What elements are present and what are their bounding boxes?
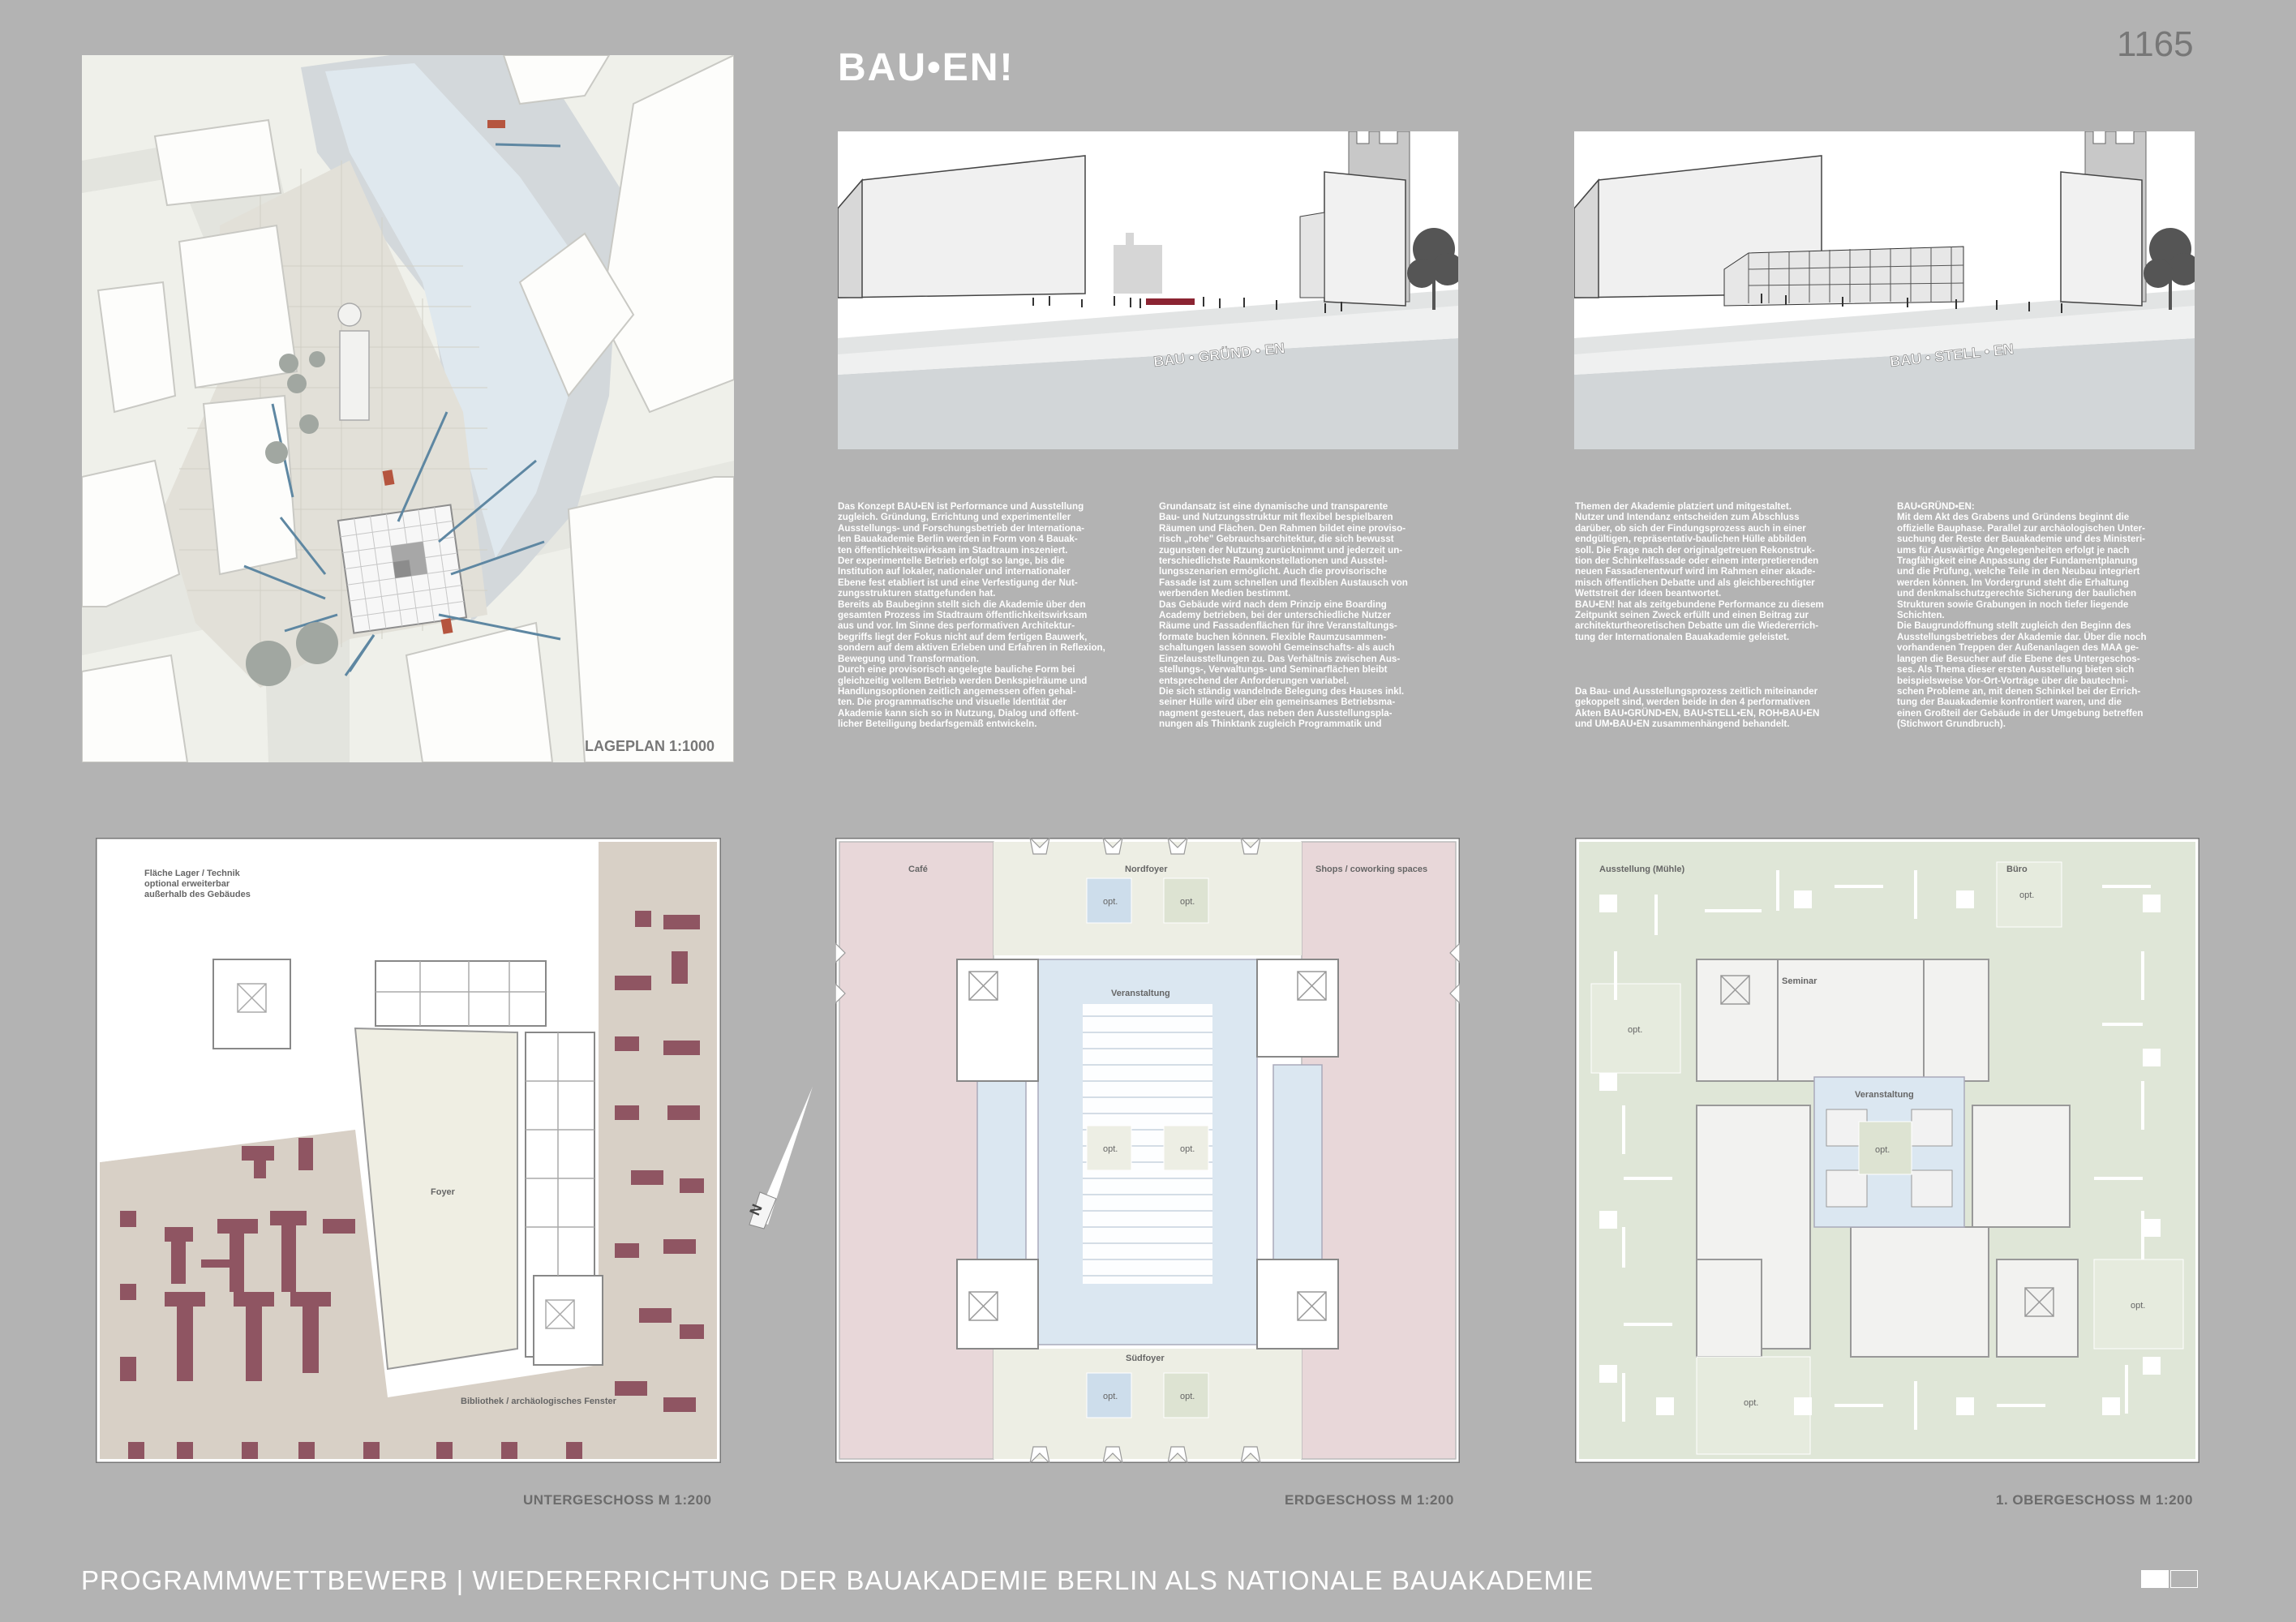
eg-opt-3: opt. — [1103, 1144, 1118, 1154]
text-column-3: Themen der Akademie platziert und mitges… — [1575, 501, 1824, 730]
eg-label-cafe: Café — [908, 865, 928, 874]
plan-untergeschoss: Fläche Lager / Technik optional erweiter… — [94, 836, 723, 1465]
og-label-ausstellung: Ausstellung (Mühle) — [1599, 865, 1684, 874]
page-indicator-inactive — [2170, 1570, 2198, 1588]
eg-opt-4: opt. — [1180, 1144, 1195, 1154]
ug-label-foyer: Foyer — [431, 1187, 456, 1197]
plan-erdgeschoss: opt. opt. opt. opt. opt. opt. Café Nordf… — [834, 836, 1461, 1465]
og-opt-3: opt. — [2019, 890, 2034, 900]
rendering-bau-gruend-en: BAU • GRÜND • EN — [837, 131, 1464, 449]
ug-label-lager-2: optional erweiterbar — [144, 879, 230, 889]
rendering-bau-stell-en: BAU • STELL • EN — [1573, 131, 2200, 449]
ug-label-bibliothek: Bibliothek / archäologisches Fenster — [461, 1397, 617, 1406]
eg-opt-2: opt. — [1180, 897, 1195, 907]
plan-obergeschoss: Ausstellung (Mühle) Büro Seminar Veranst… — [1573, 836, 2201, 1465]
site-plan-caption: LAGEPLAN 1:1000 — [585, 738, 715, 754]
north-arrow: N — [740, 1079, 821, 1241]
page-indicator — [2141, 1570, 2199, 1588]
og-opt-4: opt. — [2131, 1301, 2145, 1311]
og-label-buero: Büro — [2006, 865, 2028, 874]
eg-label-veranstaltung: Veranstaltung — [1111, 989, 1170, 998]
text-column-2: Grundansatz ist eine dynamische und tran… — [1159, 501, 1408, 730]
og-caption: 1. OBERGESCHOSS M 1:200 — [1996, 1492, 2193, 1508]
site-plan: LAGEPLAN 1:1000 — [81, 54, 735, 763]
ug-label-lager-1: Fläche Lager / Technik — [144, 869, 241, 878]
eg-opt-5: opt. — [1103, 1392, 1118, 1401]
board-number: 1165 — [2117, 24, 2194, 64]
eg-opt-1: opt. — [1103, 897, 1118, 907]
eg-label-shops: Shops / coworking spaces — [1315, 865, 1427, 874]
og-opt-5: opt. — [1744, 1398, 1758, 1408]
og-label-veranstaltung: Veranstaltung — [1855, 1090, 1914, 1100]
eg-opt-6: opt. — [1180, 1392, 1195, 1401]
ug-caption: UNTERGESCHOSS M 1:200 — [523, 1492, 712, 1508]
og-label-seminar: Seminar — [1782, 976, 1817, 986]
text-column-1: Das Konzept BAU•EN ist Performance und A… — [838, 501, 1105, 730]
footer-title: PROGRAMMWETTBEWERB | WIEDERERRICHTUNG DE… — [81, 1565, 1594, 1595]
og-opt-2: opt. — [1628, 1025, 1642, 1035]
eg-label-suedfoyer: Südfoyer — [1126, 1354, 1165, 1363]
og-opt-1: opt. — [1875, 1145, 1890, 1155]
text-column-4: BAU•GRÜND•EN: Mit dem Akt des Grabens un… — [1897, 501, 2147, 730]
ug-label-lager-3: außerhalb des Gebäudes — [144, 890, 251, 899]
eg-caption: ERDGESCHOSS M 1:200 — [1285, 1492, 1454, 1508]
eg-label-nordfoyer: Nordfoyer — [1125, 865, 1168, 874]
page-indicator-active — [2141, 1570, 2169, 1588]
board-title: BAU•EN! — [838, 46, 1015, 89]
